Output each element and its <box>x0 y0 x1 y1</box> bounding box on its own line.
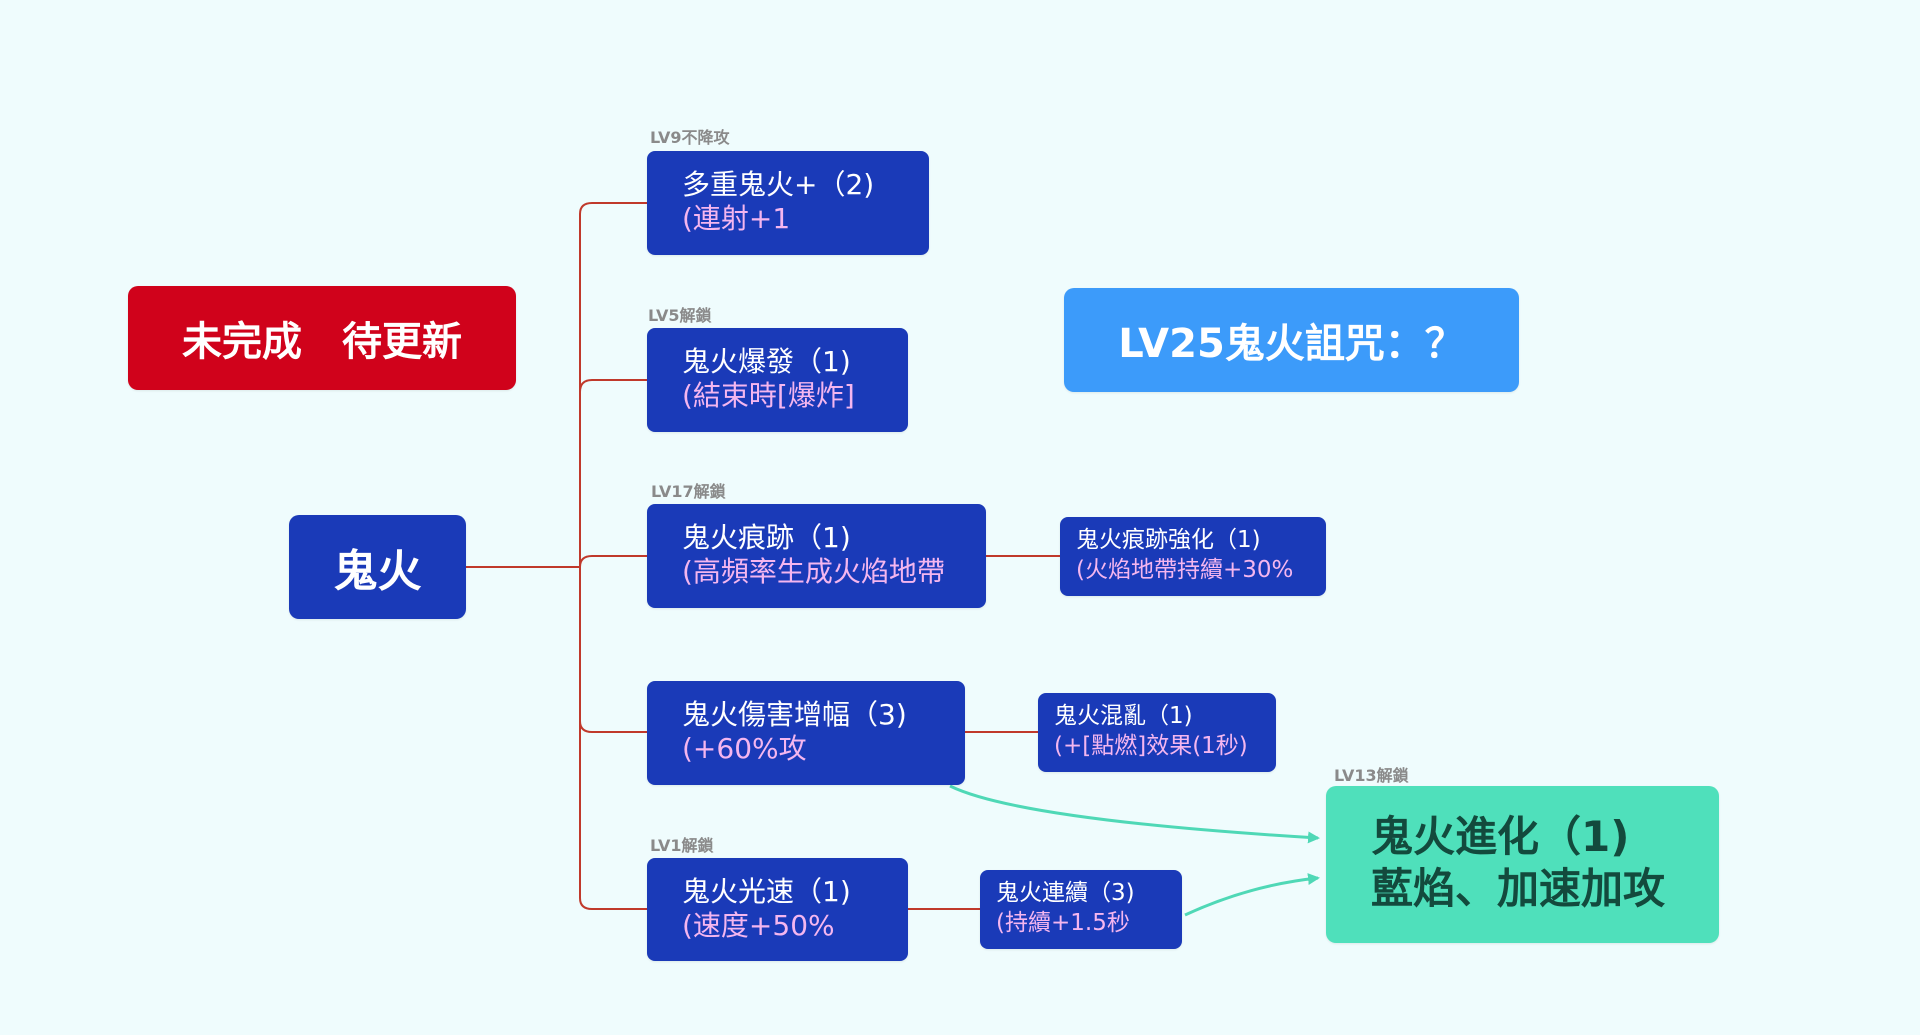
branch-node-burst[interactable]: 鬼火爆發（1) (結束時[爆炸] <box>647 328 908 432</box>
sub-desc: (火焰地帶持續+30% <box>1076 557 1294 583</box>
sub-title: 鬼火混亂（1) <box>1054 703 1193 729</box>
connector-trunk <box>579 202 593 910</box>
branch-desc: (結束時[爆炸] <box>682 379 855 412</box>
branch-node-lightspeed[interactable]: 鬼火光速（1) (速度+50% <box>647 858 908 961</box>
branch-title: 鬼火痕跡（1) <box>682 521 851 554</box>
status-badge-label: 未完成 待更新 <box>182 319 462 365</box>
arrow-to-evolution-2 <box>1184 873 1320 917</box>
sub-desc: (持續+1.5秒 <box>996 910 1130 936</box>
evolution-caption: LV13解鎖 <box>1334 766 1409 785</box>
sub-desc: (+[點燃]效果(1秒) <box>1054 733 1248 759</box>
connector-branch-2 <box>579 379 647 393</box>
sub-title: 鬼火痕跡強化（1) <box>1076 527 1261 553</box>
branch-desc: (+60%攻 <box>682 732 807 765</box>
root-label: 鬼火 <box>333 546 422 597</box>
branch-title: 鬼火光速（1) <box>682 875 851 908</box>
branch-node-damage-boost[interactable]: 鬼火傷害增幅（3) (+60%攻 <box>647 681 965 785</box>
evolution-desc: 藍焰、加速加攻 <box>1371 864 1666 913</box>
branch-title: 鬼火爆發（1) <box>682 345 851 378</box>
branch-caption: LV17解鎖 <box>651 482 726 501</box>
connector-branch-3 <box>579 555 647 568</box>
branch-caption: LV5解鎖 <box>648 306 712 325</box>
branch-desc: (高頻率生成火焰地帶 <box>682 555 945 588</box>
evolution-node[interactable]: 鬼火進化（1) 藍焰、加速加攻 <box>1326 786 1719 943</box>
arrow-to-evolution-1 <box>949 784 1320 844</box>
branch-desc: (速度+50% <box>682 909 835 942</box>
evolution-title: 鬼火進化（1) <box>1371 812 1630 861</box>
future-skill-node[interactable]: LV25鬼火詛咒：？ <box>1064 288 1519 392</box>
branch-caption: LV9不降攻 <box>650 128 730 147</box>
sub-title: 鬼火連續（3) <box>996 880 1135 906</box>
connector-branch-4 <box>579 720 647 733</box>
sub-node-trail-enhance[interactable]: 鬼火痕跡強化（1) (火焰地帶持續+30% <box>1060 517 1326 596</box>
branch-title: 多重鬼火+（2) <box>682 168 875 201</box>
sub-node-chaos[interactable]: 鬼火混亂（1) (+[點燃]效果(1秒) <box>1038 693 1276 772</box>
branch-node-trail[interactable]: 鬼火痕跡（1) (高頻率生成火焰地帶 <box>647 504 986 608</box>
branch-title: 鬼火傷害增幅（3) <box>682 698 907 731</box>
status-badge: 未完成 待更新 <box>128 286 516 390</box>
future-skill-label: LV25鬼火詛咒：？ <box>1118 321 1465 367</box>
branch-node-multi-fire[interactable]: 多重鬼火+（2) (連射+1 <box>647 151 929 255</box>
sub-node-continuous[interactable]: 鬼火連續（3) (持續+1.5秒 <box>980 870 1182 949</box>
branch-caption: LV1解鎖 <box>650 836 714 855</box>
branch-desc: (連射+1 <box>682 202 791 235</box>
root-node[interactable]: 鬼火 <box>289 515 466 619</box>
